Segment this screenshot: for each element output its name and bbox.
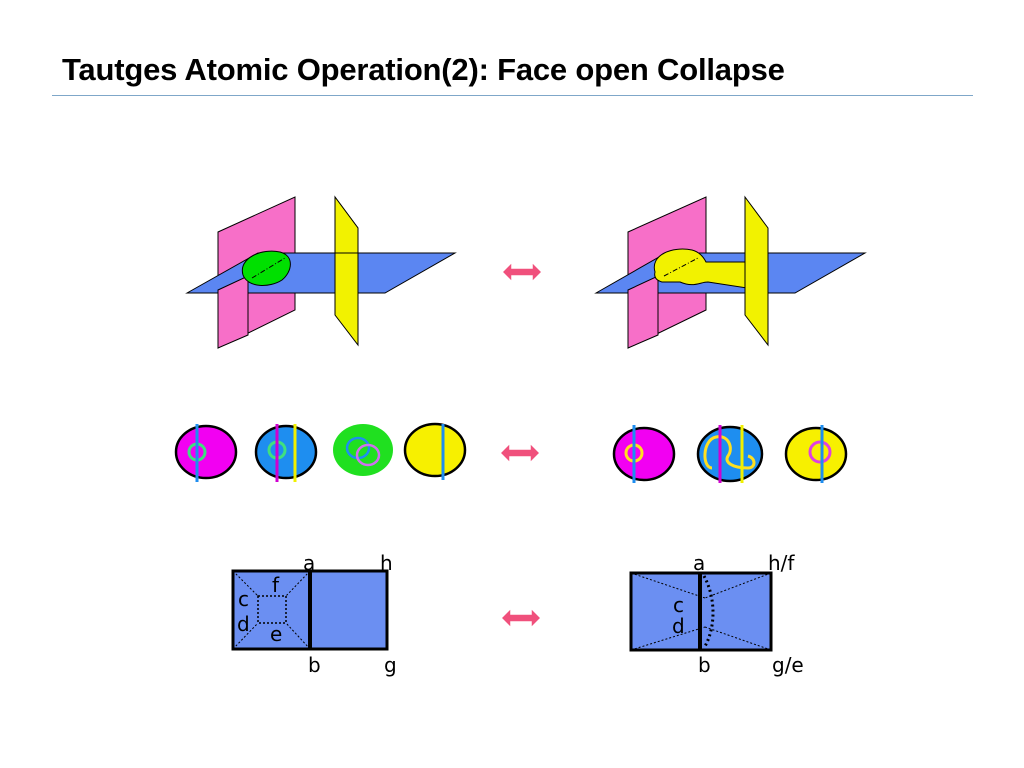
- vertex-label-f: f: [272, 573, 280, 597]
- vertex-label-e: e: [270, 622, 282, 646]
- right-discs: [612, 425, 848, 483]
- right-face-diagram: a h/f b g/e c d: [629, 551, 804, 677]
- vertex-label-ge: g/e: [772, 653, 804, 677]
- green-disc: [333, 424, 393, 476]
- magenta-disc: [612, 426, 676, 482]
- right-face: [308, 569, 389, 651]
- vertex-label-hf: h/f: [768, 551, 795, 575]
- magenta-plane-front: [627, 275, 659, 349]
- left-face: [231, 569, 312, 651]
- dotted-edges: [630, 572, 772, 651]
- right-3d-planes: [594, 195, 867, 349]
- vertex-label-b: b: [308, 653, 321, 677]
- row3-double-arrow: [499, 606, 543, 630]
- yellow-plane-top: [334, 195, 359, 254]
- yellow-plane: [744, 195, 769, 347]
- vertex-label-g: g: [384, 653, 397, 677]
- collapsed-face: [257, 595, 287, 624]
- vertex-label-d: d: [672, 614, 685, 638]
- slide-title: Tautges Atomic Operation(2): Face open C…: [62, 52, 785, 87]
- dotted-edges: [232, 570, 311, 650]
- yellow-curve: [703, 435, 756, 470]
- green-region-axis: [251, 257, 286, 279]
- magenta-ring: [808, 440, 832, 464]
- vertex-label-d: d: [237, 612, 250, 636]
- yellow-disc: [403, 422, 467, 478]
- left-3d-planes: [185, 195, 457, 349]
- vertex-label-h: h: [380, 551, 393, 575]
- row1-double-arrow: [500, 260, 544, 284]
- vertex-label-c: c: [673, 593, 684, 617]
- yellow-region-axis: [663, 257, 699, 277]
- vertex-label-a: a: [693, 551, 705, 575]
- left-discs: [174, 422, 467, 482]
- magenta-ring: [355, 443, 381, 467]
- vertex-label-b: b: [698, 653, 711, 677]
- row2-double-arrow: [498, 441, 542, 465]
- vertex-label-a: a: [303, 551, 315, 575]
- yellow-disc: [784, 426, 848, 482]
- vertex-label-c: c: [238, 587, 249, 611]
- left-face-diagram: a h b g c d e f: [231, 551, 397, 677]
- title-divider: [52, 95, 973, 96]
- magenta-plane-front: [217, 275, 249, 349]
